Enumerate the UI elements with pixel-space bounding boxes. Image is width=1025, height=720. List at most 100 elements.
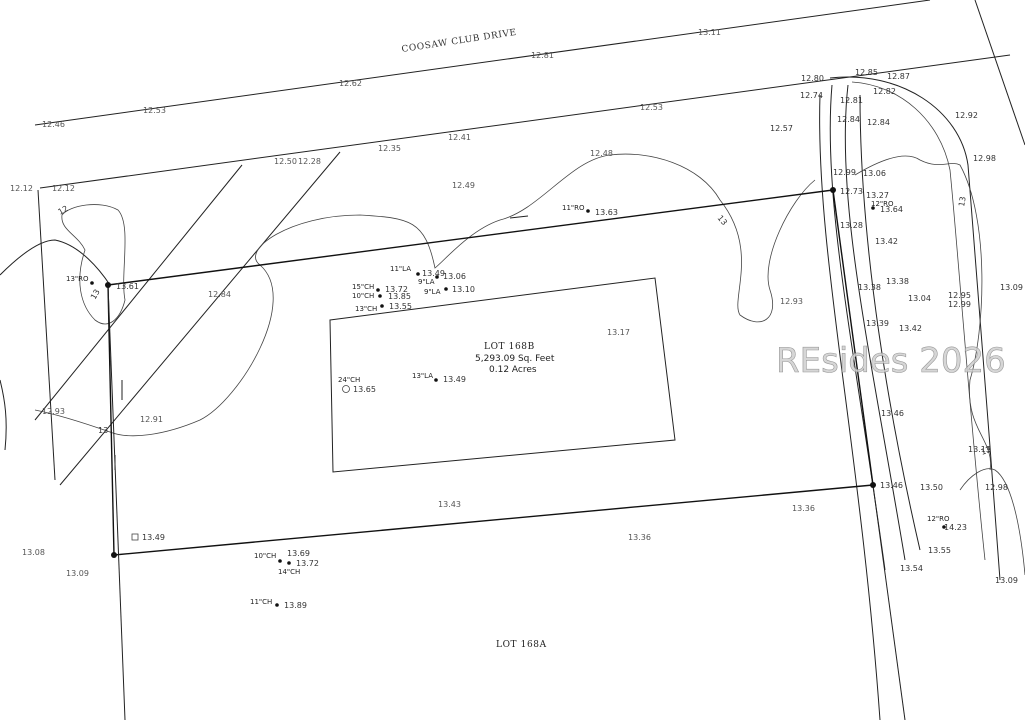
elevation-label: 12.35 bbox=[378, 144, 401, 153]
elevation-label: 12.99 bbox=[833, 168, 856, 177]
elevation-label: 13.17 bbox=[607, 328, 630, 337]
contour-label: 12 bbox=[57, 204, 70, 217]
tree-elevation: 13.72 bbox=[385, 285, 408, 294]
left-edge-line-1 bbox=[37, 189, 56, 481]
elevation-label: 13.04 bbox=[908, 294, 931, 303]
tree-elevation: 13.72 bbox=[296, 559, 319, 568]
tree-marker bbox=[871, 206, 875, 210]
elevation-label: 13.63 bbox=[595, 208, 618, 217]
building-footprint-lot-168b bbox=[329, 277, 676, 473]
tree-elevation: 13.64 bbox=[880, 205, 903, 214]
contour-label: 13 bbox=[715, 214, 728, 228]
tree-tag: 9"LA bbox=[424, 288, 441, 296]
elevation-label: 13.50 bbox=[920, 483, 943, 492]
elevation-label: 12.48 bbox=[590, 149, 613, 158]
tree-tag: 14"CH bbox=[278, 568, 300, 576]
elevation-label: 12.84 bbox=[208, 290, 231, 299]
property-line-east-extension bbox=[872, 484, 906, 720]
tree-elevation: 13.06 bbox=[443, 272, 466, 281]
large-tree-symbol-icon bbox=[342, 385, 350, 393]
corner-marker-se bbox=[870, 482, 876, 488]
road-north-edge-line bbox=[34, 0, 931, 126]
elevation-label: 12.93 bbox=[42, 407, 65, 416]
elevation-label: 12.53 bbox=[143, 106, 166, 115]
elevation-label: 12.82 bbox=[873, 87, 896, 96]
tree-tag: 15"CH bbox=[352, 283, 374, 291]
elevation-label: 12.74 bbox=[800, 91, 823, 100]
elevation-label: 12.41 bbox=[448, 133, 471, 142]
tree-marker bbox=[434, 378, 438, 382]
lot-168b-acres: 0.12 Acres bbox=[489, 365, 537, 375]
tree-elevation: 13.61 bbox=[116, 282, 139, 291]
tree-elevation: 13.65 bbox=[353, 385, 376, 394]
tree-elevation: 13.55 bbox=[389, 302, 412, 311]
elevation-label: 12.91 bbox=[140, 415, 163, 424]
tree-marker bbox=[287, 561, 291, 565]
elevation-label: 13.42 bbox=[899, 324, 922, 333]
property-line-east bbox=[832, 189, 874, 486]
elevation-label: 13.43 bbox=[438, 500, 461, 509]
tree-tag: 11"RO bbox=[562, 204, 585, 212]
elevation-label: 12.12 bbox=[52, 184, 75, 193]
watermark-text: REsides 2026 bbox=[776, 341, 1006, 381]
contour-label: 13 bbox=[98, 426, 108, 435]
tree-marker bbox=[416, 272, 420, 276]
elevation-label: 13.09 bbox=[995, 576, 1018, 585]
tree-tag: 10"CH bbox=[254, 552, 276, 560]
elevation-label: 13.11 bbox=[698, 28, 721, 37]
tree-tag: 12"RO bbox=[871, 200, 894, 208]
tree-elevation: 13.49 bbox=[422, 269, 445, 278]
elevation-label: 12.46 bbox=[42, 120, 65, 129]
tree-marker bbox=[275, 603, 279, 607]
property-line-west bbox=[107, 284, 115, 556]
elevation-label: 12.95 bbox=[948, 291, 971, 300]
diagonal-utility-line-2 bbox=[59, 151, 341, 486]
contour-13-left bbox=[34, 153, 816, 437]
property-line-west-extension bbox=[107, 284, 126, 720]
tree-marker bbox=[586, 209, 590, 213]
tree-tag: 13"RO bbox=[66, 275, 89, 283]
elevation-label: 12.62 bbox=[339, 79, 362, 88]
tree-tag: 10"CH bbox=[352, 292, 374, 300]
tree-tag: 9"LA bbox=[418, 278, 435, 286]
elevation-label: 12.84 bbox=[837, 115, 860, 124]
elevation-label: 13.42 bbox=[875, 237, 898, 246]
benchmark-elevation-label: 13.49 bbox=[142, 533, 165, 542]
elevation-label: 13.27 bbox=[866, 191, 889, 200]
tree-tag: 11"CH bbox=[250, 598, 272, 606]
elevation-label: 13.38 bbox=[858, 283, 881, 292]
tree-marker bbox=[378, 294, 382, 298]
tree-elevation: 13.10 bbox=[452, 285, 475, 294]
tree-elevation: 13.49 bbox=[443, 375, 466, 384]
elevation-label: 13.09 bbox=[66, 569, 89, 578]
tree-marker bbox=[380, 304, 384, 308]
elevation-label: 13.08 bbox=[22, 548, 45, 557]
elevation-label: 13.13 bbox=[968, 445, 991, 454]
tree-marker bbox=[435, 275, 439, 279]
contour-label: 13 bbox=[980, 445, 993, 457]
tree-marker bbox=[90, 281, 94, 285]
elevation-label: 12.84 bbox=[867, 118, 890, 127]
lot-168b-sqft: 5,293.09 Sq. Feet bbox=[475, 354, 555, 364]
drive-line-b bbox=[844, 84, 906, 561]
tree-elevation: 13.89 bbox=[284, 601, 307, 610]
elevation-label: 12.85 bbox=[855, 68, 878, 77]
elevation-label: 12.53 bbox=[640, 103, 663, 112]
contour-12-loop bbox=[61, 204, 126, 325]
drive-line-c bbox=[819, 94, 881, 720]
elevation-label: 12.98 bbox=[973, 154, 996, 163]
elevation-spot-labels: 12.46 12.53 12.62 12.81 13.11 12.80 12.8… bbox=[10, 28, 1023, 585]
tree-tag: 13"CH bbox=[355, 305, 377, 313]
elevation-label: 12.98 bbox=[985, 483, 1008, 492]
elevation-label: 12.81 bbox=[531, 51, 554, 60]
diagonal-utility-line-1 bbox=[34, 164, 243, 421]
elevation-label: 12.81 bbox=[840, 96, 863, 105]
elevation-label: 12.87 bbox=[887, 72, 910, 81]
tree-marker bbox=[376, 288, 380, 292]
lot-168b-name: LOT 168B bbox=[484, 342, 535, 352]
corner-marker-nw bbox=[105, 282, 111, 288]
contour-label: 13 bbox=[957, 196, 968, 208]
corner-elevation-label: 13.46 bbox=[880, 481, 903, 490]
elevation-label: 12.93 bbox=[780, 297, 803, 306]
